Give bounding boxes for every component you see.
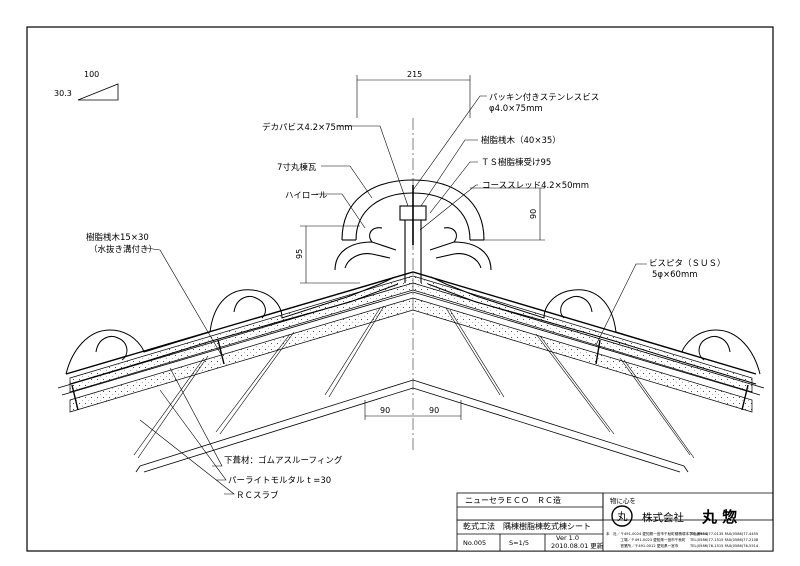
callout-resin-batten-small-note: （水抜き溝付き） <box>89 244 157 255</box>
tb-title: 乾式工法 隅棟樹脂棟乾式棟シート <box>463 521 591 531</box>
perlite-mortar-band-top <box>69 275 753 393</box>
roof-tiles-left <box>65 276 399 385</box>
tb-date: 2010.08.01 更新 <box>551 541 604 550</box>
dim-90-bottom-left-label: 90 <box>380 406 390 415</box>
dimension-95-left <box>300 225 360 284</box>
tb-company-prefix: 株式会社 <box>642 511 684 524</box>
company-logo-char: 丸 <box>617 510 628 523</box>
callout-resin-batten-small: 樹脂桟木15×30 <box>86 232 149 243</box>
callout-coarse-thread: コーススレッド4.2×50mm <box>482 181 589 191</box>
tb-no: No.005 <box>463 539 486 547</box>
callout-rc-slab: ＲＣスラブ <box>236 490 279 501</box>
dim-90-right-label: 90 <box>529 209 538 219</box>
callout-bispita-size: 5φ×60mm <box>652 270 698 280</box>
tb-version: Ver 1.0 <box>556 534 579 542</box>
tb-addr1: 本 社／〒491-0024 愛知県一宮市千秋町穂積塚本字北浦99-1 <box>606 531 708 536</box>
tb-company-name: 丸 惣 <box>701 508 737 526</box>
tb-product: ニューセラＥＣＯ ＲＣ造 <box>465 495 561 505</box>
rebar-lines <box>133 305 695 459</box>
callout-bispita: ビスピタ（ＳＵＳ） <box>649 258 726 269</box>
tb-addr3: 営業所／〒491-0012 愛知県一宮市 <box>606 543 679 548</box>
ridge-assembly <box>334 179 492 283</box>
slope-rise-label: 30.3 <box>54 89 72 98</box>
title-block <box>456 492 774 552</box>
slope-indicator <box>77 83 119 101</box>
tb-tel2: TEL(0586)77-1515 FAX(0586)77-2108 <box>689 538 759 542</box>
dimension-215 <box>356 75 471 118</box>
dim-215-label: 215 <box>407 70 422 79</box>
dim-90-bottom-right-label: 90 <box>429 406 439 415</box>
tb-motto: 物に心を <box>610 496 636 505</box>
company-logo <box>611 505 633 527</box>
roof-tiles-right <box>427 276 761 385</box>
tb-tel3: TEL(0586)76-1515 FAX(0586)76-5514 <box>689 544 759 548</box>
callout-underlay: 下葺材：ゴムアスルーフィング <box>224 455 343 466</box>
bispita-screws <box>71 339 749 411</box>
callout-ridge-tile: 7寸丸棟瓦 <box>277 162 317 173</box>
callout-ts-holder: ＴＳ樹脂棟受け95 <box>481 157 551 168</box>
callout-perlite: パーライトモルタル t =30 <box>228 476 331 486</box>
callout-deca-screw: デカパビス4.2×75mm <box>262 122 353 133</box>
drawing-frame <box>26 26 774 552</box>
callout-resin-batten: 樹脂桟木（40×35） <box>481 135 561 146</box>
callout-packing-screw: パッキン付きステンレスビス <box>489 92 599 103</box>
callout-packing-screw-size: φ4.0×75mm <box>489 104 543 114</box>
slope-run-label: 100 <box>84 70 99 79</box>
tb-tel1: TEL(0586)77-0135 FAX(0586)77-4455 <box>689 532 758 536</box>
leader-lines <box>139 95 647 495</box>
tb-addr2: 工場／〒491-0023 愛知県一宮市千秋町 <box>606 537 686 542</box>
perlite-mortar-layer <box>69 297 753 413</box>
tb-scale: S=1/5 <box>509 539 529 547</box>
callout-high-roll: ハイロール <box>285 191 328 201</box>
dim-95-left-label: 95 <box>295 249 304 259</box>
